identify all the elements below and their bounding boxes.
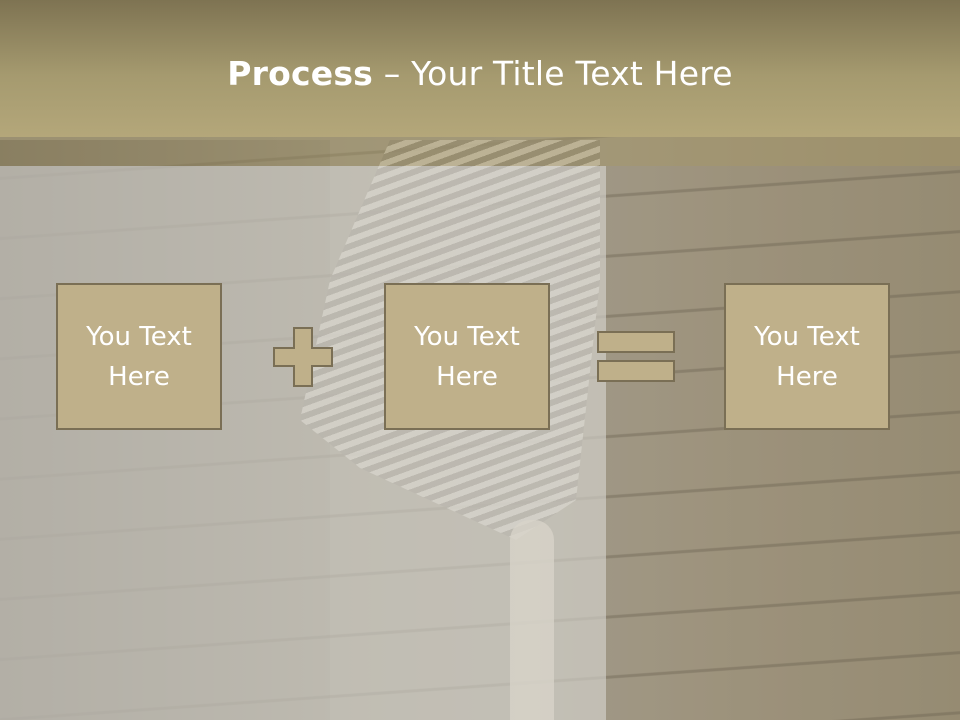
background-overlay-right	[606, 166, 960, 720]
title-bar-strip	[0, 137, 960, 166]
process-box-3-label: You Text Here	[754, 321, 860, 392]
background-overlay	[0, 166, 606, 720]
process-box-3[interactable]: You Text Here	[724, 283, 890, 430]
title-bold-text: Process	[227, 54, 374, 93]
process-box-2[interactable]: You Text Here	[384, 283, 550, 430]
plus-icon	[272, 326, 334, 388]
equals-icon	[597, 330, 677, 384]
slide-title[interactable]: Process – Your Title Text Here	[0, 52, 960, 96]
process-box-1[interactable]: You Text Here	[56, 283, 222, 430]
process-box-2-label: You Text Here	[414, 321, 520, 392]
title-bar	[0, 0, 960, 137]
process-box-1-label: You Text Here	[86, 321, 192, 392]
title-rest-text: – Your Title Text Here	[373, 54, 733, 93]
